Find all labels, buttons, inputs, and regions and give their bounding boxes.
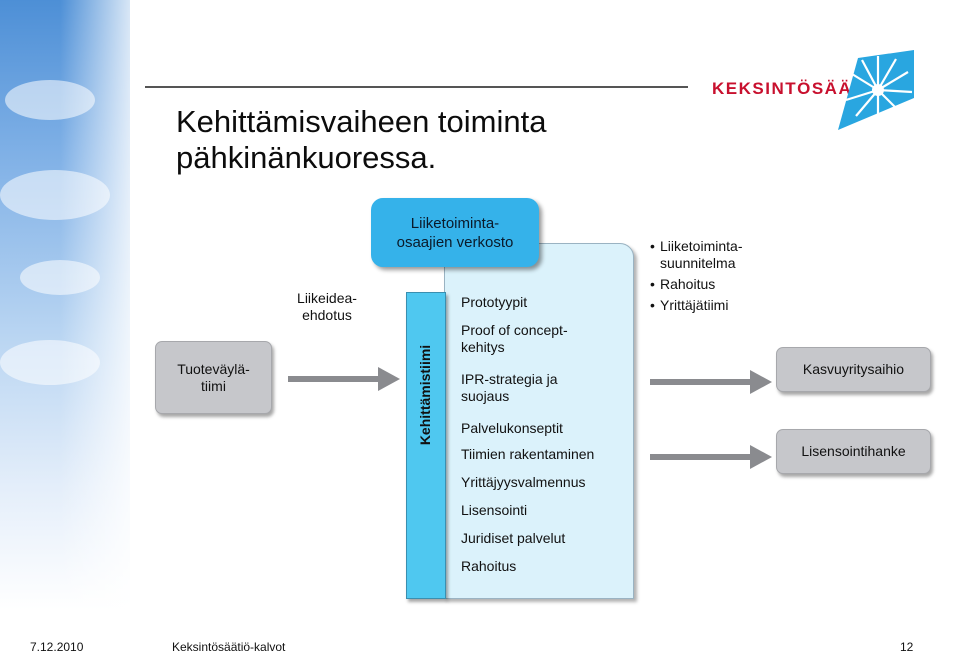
tuotevayla-tiimi-box: Tuoteväylä- tiimi xyxy=(155,341,272,414)
arrow-right-icon xyxy=(288,367,400,391)
growth-company-box: Kasvuyritysaihio xyxy=(776,347,931,392)
service-item: IPR-strategia ja suojaus xyxy=(461,371,558,404)
licensing-project-box: Lisensointihanke xyxy=(776,429,931,474)
footer-source: Keksintösäätiö-kalvot xyxy=(172,640,286,654)
page-title: Kehittämisvaiheen toiminta pähkinänkuore… xyxy=(176,104,547,175)
arrow-right-icon xyxy=(650,445,772,469)
output-item: Rahoitus xyxy=(650,276,742,293)
output-item: Liiketoiminta- suunnitelma xyxy=(650,238,742,272)
service-item: Tiimien rakentaminen xyxy=(461,446,595,462)
business-experts-network-box: Liiketoiminta- osaajien verkosto xyxy=(371,198,539,267)
idea-proposal-label: Liikeidea- ehdotus xyxy=(297,290,357,323)
output-item: Yrittäjätiimi xyxy=(650,297,742,314)
service-item: Proof of concept- kehitys xyxy=(461,322,568,355)
development-team-bar xyxy=(406,292,446,599)
footer-date: 7.12.2010 xyxy=(30,640,84,654)
service-item: Palvelukonseptit xyxy=(461,420,563,436)
service-item: Juridiset palvelut xyxy=(461,530,566,546)
header-divider xyxy=(145,86,688,88)
service-item: Yrittäjyysvalmennus xyxy=(461,474,586,490)
development-team-label: Kehittämistiimi xyxy=(417,344,433,446)
sky-fade xyxy=(60,0,150,610)
sunburst-logo-icon xyxy=(838,50,914,130)
arrow-right-icon xyxy=(650,370,772,394)
outputs-list: Liiketoiminta- suunnitelma Rahoitus Yrit… xyxy=(650,238,742,318)
service-item: Rahoitus xyxy=(461,558,517,574)
service-item: Prototyypit xyxy=(461,294,528,310)
logo-text: KEKSINTÖSÄÄTIÖ xyxy=(712,79,886,98)
service-item: Lisensointi xyxy=(461,502,528,518)
services-panel xyxy=(444,243,634,599)
page-number: 12 xyxy=(900,640,914,654)
